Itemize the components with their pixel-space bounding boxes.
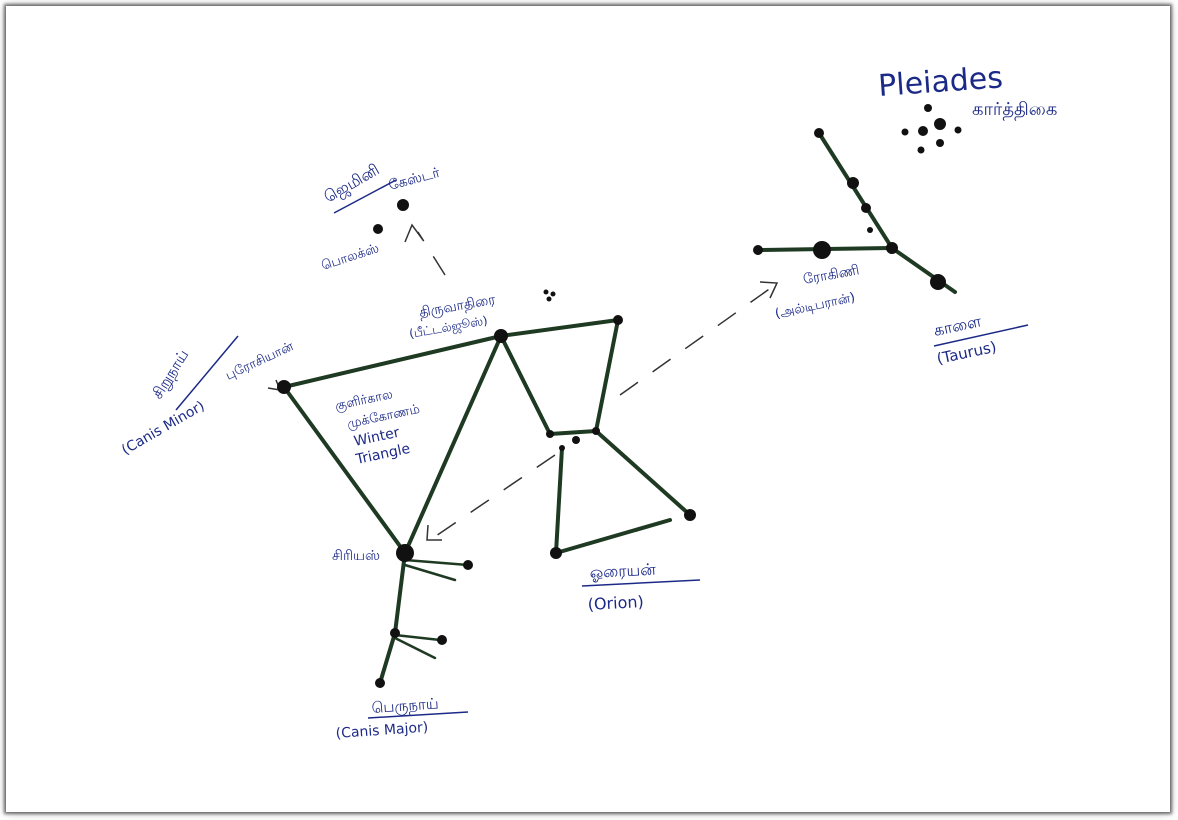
star-taurus-c — [867, 227, 873, 233]
label-canis-minor-tamil: சிறுநாய் — [148, 346, 192, 402]
label-gemini: ஜெமினி — [321, 160, 384, 208]
star-sirius — [396, 544, 414, 562]
star-taurus-b — [861, 203, 871, 213]
star-taurus-hub — [886, 242, 898, 254]
star-taurus-a — [847, 177, 859, 189]
star-pleiades-2 — [901, 128, 909, 136]
star-taurus-left — [753, 245, 763, 255]
label-procyon: புரோசியான் — [223, 339, 296, 384]
label-canis-major: (Canis Major) — [335, 720, 429, 742]
drawing-sheet — [6, 6, 1170, 812]
triangle-procyon-sirius — [282, 385, 407, 555]
star-pleiades-5 — [954, 126, 962, 134]
star-bellatrix — [613, 315, 623, 325]
star-pleiades-6 — [917, 146, 925, 154]
star-pollux — [373, 224, 383, 234]
label-canis-minor: (Canis Minor) — [119, 398, 207, 458]
star-pleiades-3 — [918, 126, 928, 136]
star-belt-3 — [592, 427, 600, 435]
star-saiph — [550, 547, 562, 559]
star-pleiades-1 — [924, 104, 932, 112]
arrow-to-aldebaran — [619, 284, 776, 396]
star-cma-2 — [390, 628, 400, 638]
label-canis-major-tamil: பெருநாய் — [371, 694, 439, 717]
star-belt-4 — [559, 445, 565, 451]
label-aldebaran-sub: (அல்டிபரான்) — [774, 290, 857, 322]
star-taurus-tip — [814, 128, 824, 138]
triangle-procyon-betelgeuse — [282, 334, 503, 389]
stars — [277, 104, 962, 688]
label-castor: கேஸ்டர் — [387, 165, 442, 194]
label-orion-tamil: ஓரையன் — [589, 560, 656, 582]
arrowhead-gemini — [404, 223, 424, 243]
arrowhead-aldebaran — [759, 281, 779, 299]
arrow-to-sirius — [429, 454, 556, 541]
canis-major-lines — [378, 551, 470, 685]
star-cma-4 — [375, 678, 385, 688]
star-meissa-3 — [546, 296, 552, 302]
star-belt-2 — [572, 436, 580, 444]
star-meissa-1 — [543, 289, 549, 295]
star-betelgeuse — [494, 329, 508, 343]
star-belt-1 — [546, 430, 554, 438]
star-pleiades-7 — [936, 139, 944, 147]
star-rigel — [684, 509, 696, 521]
star-procyon — [277, 380, 291, 394]
label-pleiades: Pleiades — [877, 60, 1004, 104]
label-sirius: சிரியஸ் — [332, 548, 380, 564]
star-cma-1 — [463, 560, 473, 570]
star-taurus-right — [930, 274, 946, 290]
arrowhead-sirius — [426, 524, 442, 541]
label-taurus-tamil: காளை — [932, 311, 984, 340]
label-pollux: பொலக்ஸ் — [320, 241, 381, 274]
label-orion: (Orion) — [587, 592, 644, 614]
star-castor — [397, 199, 409, 211]
label-pleiades-tamil: கார்த்திகை — [972, 99, 1057, 121]
star-aldebaran — [813, 241, 831, 259]
triangle-betelgeuse-sirius — [403, 334, 503, 555]
star-meissa-2 — [550, 291, 556, 297]
star-pleiades-4 — [934, 118, 946, 130]
label-aldebaran: ரோகிணி — [802, 262, 861, 288]
label-taurus: (Taurus) — [935, 338, 998, 368]
star-cma-3 — [437, 635, 447, 645]
orion-lines — [499, 318, 692, 555]
